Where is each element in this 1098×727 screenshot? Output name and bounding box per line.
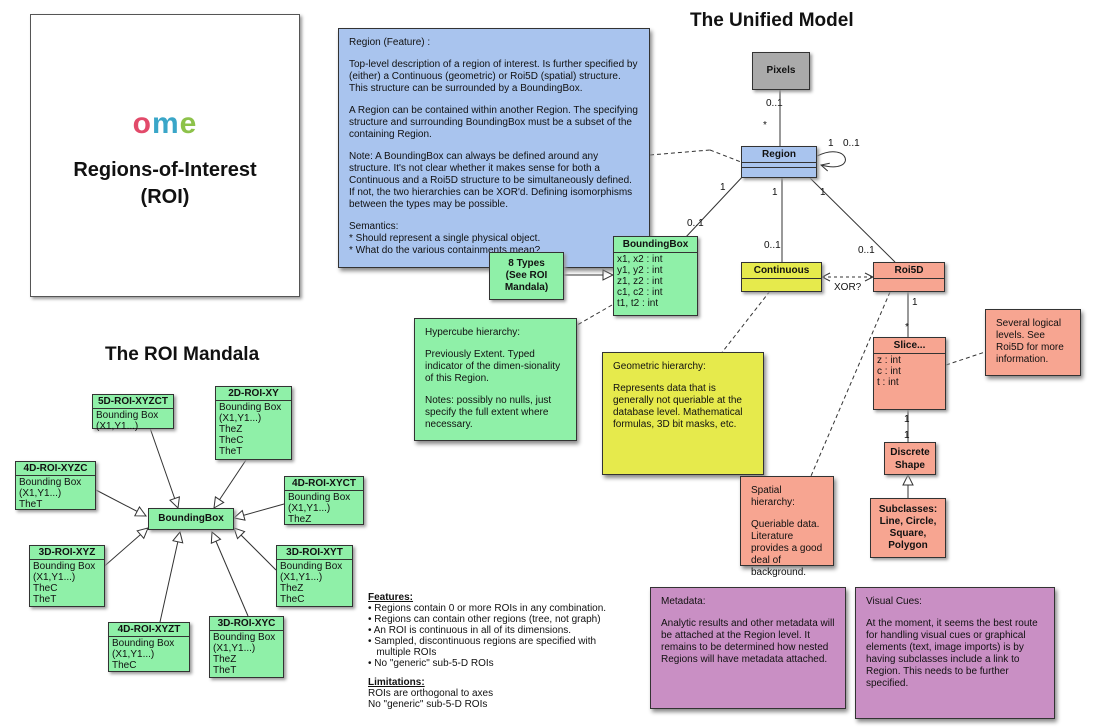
mult-self-1: 1 <box>828 138 834 149</box>
mult-disc-1b: 1 <box>904 430 910 441</box>
mult-cont-01: 0..1 <box>764 240 781 251</box>
pixels-class: Pixels <box>752 52 810 90</box>
mandala-center-boundingbox: BoundingBox <box>148 508 234 530</box>
discrete-shape-class: Discrete Shape <box>884 442 936 475</box>
features-block: Features: • Regions contain 0 or more RO… <box>368 592 607 710</box>
unified-model-title: The Unified Model <box>690 10 854 31</box>
mult-slice-star: * <box>905 322 909 333</box>
slice-class: Slice... z : int c : int t : int <box>873 337 946 410</box>
subclasses-class: Subclasses: Line, Circle, Square, Polygo… <box>870 498 946 558</box>
roi5d-class: Roi5D <box>873 262 945 292</box>
ome-logo: ome <box>132 107 198 140</box>
hypercube-note: Hypercube hierarchy: Previously Extent. … <box>414 318 577 441</box>
mult-slice-1: 1 <box>912 297 918 308</box>
mandala-4d-xyzc: 4D-ROI-XYZC Bounding Box(X1,Y1...)TheT <box>15 461 96 510</box>
mult-self-01: 0..1 <box>843 138 860 149</box>
region-class: Region <box>741 146 817 178</box>
region-note: Region (Feature) : Top-level description… <box>338 28 650 268</box>
logical-levels-note: Several logical levels. See Roi5D for mo… <box>985 309 1081 376</box>
roi-mandala-title: The ROI Mandala <box>105 344 260 365</box>
mult-bbox-1: 1 <box>720 182 726 193</box>
mult-roi-01: 0..1 <box>858 245 875 256</box>
continuous-class: Continuous <box>741 262 822 292</box>
mult-roi-1: 1 <box>820 187 826 198</box>
geometric-note: Geometric hierarchy: Represents data tha… <box>602 352 764 475</box>
mult-pixels-bottom: * <box>763 120 767 131</box>
boundingbox-class: BoundingBox x1, x2 : int y1, y2 : int z1… <box>613 236 698 316</box>
mult-cont-1: 1 <box>772 187 778 198</box>
mult-bbox-01: 0..1 <box>687 218 704 229</box>
mandala-4d-xyct: 4D-ROI-XYCT Bounding Box(X1,Y1...)TheZ <box>284 476 364 525</box>
mandala-5d-xyzct: 5D-ROI-XYZCT Bounding Box(X1,Y1...) <box>92 394 174 432</box>
visual-cues-note: Visual Cues: At the moment, it seems the… <box>855 587 1055 719</box>
xor-label: XOR? <box>834 282 862 293</box>
mult-pixels-top: 0..1 <box>766 98 783 109</box>
roi-title: Regions-of-Interest (ROI) <box>73 159 257 208</box>
mandala-4d-xyzt: 4D-ROI-XYZT Bounding Box(X1,Y1...)TheC <box>108 622 190 672</box>
spatial-note: Spatial hierarchy: Queriable data. Liter… <box>740 476 834 578</box>
ome-logo-panel: ome Regions-of-Interest (ROI) <box>30 14 300 297</box>
eight-types-class: 8 Types (See ROI Mandala) <box>489 252 564 300</box>
metadata-note: Metadata: Analytic results and other met… <box>650 587 846 709</box>
mult-disc-1a: 1 <box>904 414 910 425</box>
